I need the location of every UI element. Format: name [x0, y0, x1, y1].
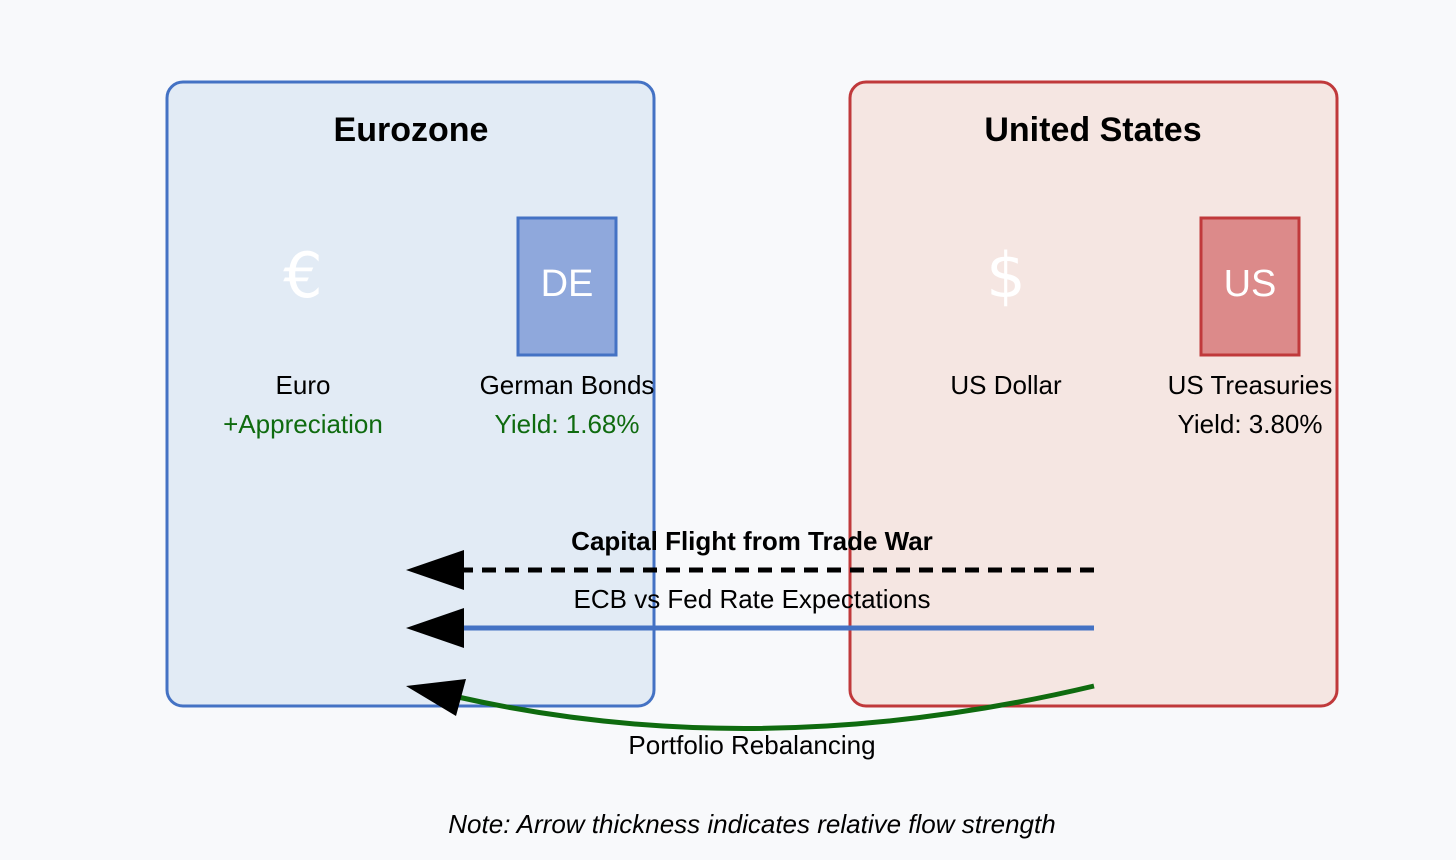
- eurozone-panel: Eurozone € Euro +Appreciation DE German …: [165, 80, 656, 708]
- de-flag-code: DE: [541, 263, 594, 305]
- us-treasuries-label: US Treasuries: [1168, 370, 1333, 400]
- us-treasuries-yield: Yield: 3.80%: [1177, 409, 1322, 439]
- us-flag-code: US: [1224, 263, 1277, 305]
- euro-currency-label: Euro: [276, 370, 331, 400]
- flow-portfolio-rebalancing: Portfolio Rebalancing: [406, 679, 1095, 760]
- dollar-sign-icon: $: [986, 239, 1025, 312]
- dollar-currency-label: US Dollar: [950, 370, 1062, 400]
- german-bonds-label: German Bonds: [480, 370, 655, 400]
- flow-rate-expectations-label: ECB vs Fed Rate Expectations: [574, 584, 931, 614]
- euro-sign-icon: €: [283, 239, 322, 312]
- flow-rate-expectations-arrowhead: [406, 608, 464, 648]
- de-flag-box: [516, 216, 618, 357]
- united-states-title: United States: [984, 111, 1201, 149]
- flow-portfolio-rebalancing-arrowhead: [406, 679, 466, 716]
- flow-capital-flight-label: Capital Flight from Trade War: [571, 526, 933, 556]
- german-bonds-yield: Yield: 1.68%: [494, 409, 639, 439]
- euro-status-label: +Appreciation: [223, 409, 383, 439]
- flow-rate-expectations: ECB vs Fed Rate Expectations: [406, 584, 1094, 648]
- flow-capital-flight-arrowhead: [406, 550, 464, 590]
- flow-capital-flight: Capital Flight from Trade War: [406, 526, 1094, 590]
- united-states-panel: United States $ US Dollar US US Treasuri…: [848, 80, 1339, 708]
- footnote: Note: Arrow thickness indicates relative…: [448, 809, 1055, 839]
- us-flag-box: [1199, 216, 1301, 357]
- flow-portfolio-rebalancing-line: [457, 683, 1095, 731]
- eurozone-title: Eurozone: [334, 111, 489, 149]
- flow-portfolio-rebalancing-label: Portfolio Rebalancing: [628, 730, 875, 760]
